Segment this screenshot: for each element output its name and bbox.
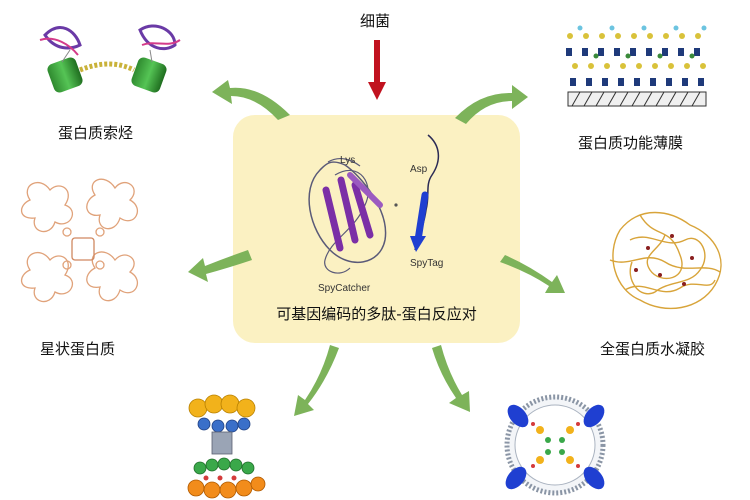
- arrow-to-bottom-right: [432, 345, 470, 412]
- film-illustration: [566, 25, 707, 107]
- spytag-label: SpyTag: [410, 258, 444, 269]
- bottom-left-assembly: [187, 394, 266, 499]
- spycatcher-label: SpyCatcher: [318, 283, 371, 294]
- arrow-to-catenane: [212, 80, 290, 120]
- source-arrow: [368, 40, 386, 100]
- arrow-to-hydrogel: [500, 255, 565, 293]
- center-panel: 可基因编码的多肽-蛋白反应对: [233, 115, 520, 343]
- hydrogel-illustration: [609, 211, 722, 310]
- arrow-to-star: [188, 250, 252, 282]
- film-label: 蛋白质功能薄膜: [578, 134, 684, 152]
- arrow-to-bottom-left: [294, 345, 339, 416]
- star-protein-illustration: [20, 178, 139, 303]
- center-caption: 可基因编码的多肽-蛋白反应对: [276, 305, 477, 323]
- lys-label: Lys: [340, 155, 356, 166]
- catenane-illustration: [39, 24, 181, 93]
- hydrogel-label: 全蛋白质水凝胶: [600, 340, 706, 358]
- hydrogel-crosslinks: [634, 234, 694, 286]
- catenane-label: 蛋白质索烃: [58, 124, 134, 142]
- spycatcher-structure: [308, 158, 387, 274]
- arrow-to-film: [455, 85, 528, 124]
- source-label: 细菌: [360, 12, 391, 30]
- bottom-right-vesicle: [504, 394, 606, 496]
- star-label: 星状蛋白质: [40, 340, 116, 358]
- spytag-structure: [394, 134, 440, 252]
- asp-label: Asp: [410, 164, 428, 175]
